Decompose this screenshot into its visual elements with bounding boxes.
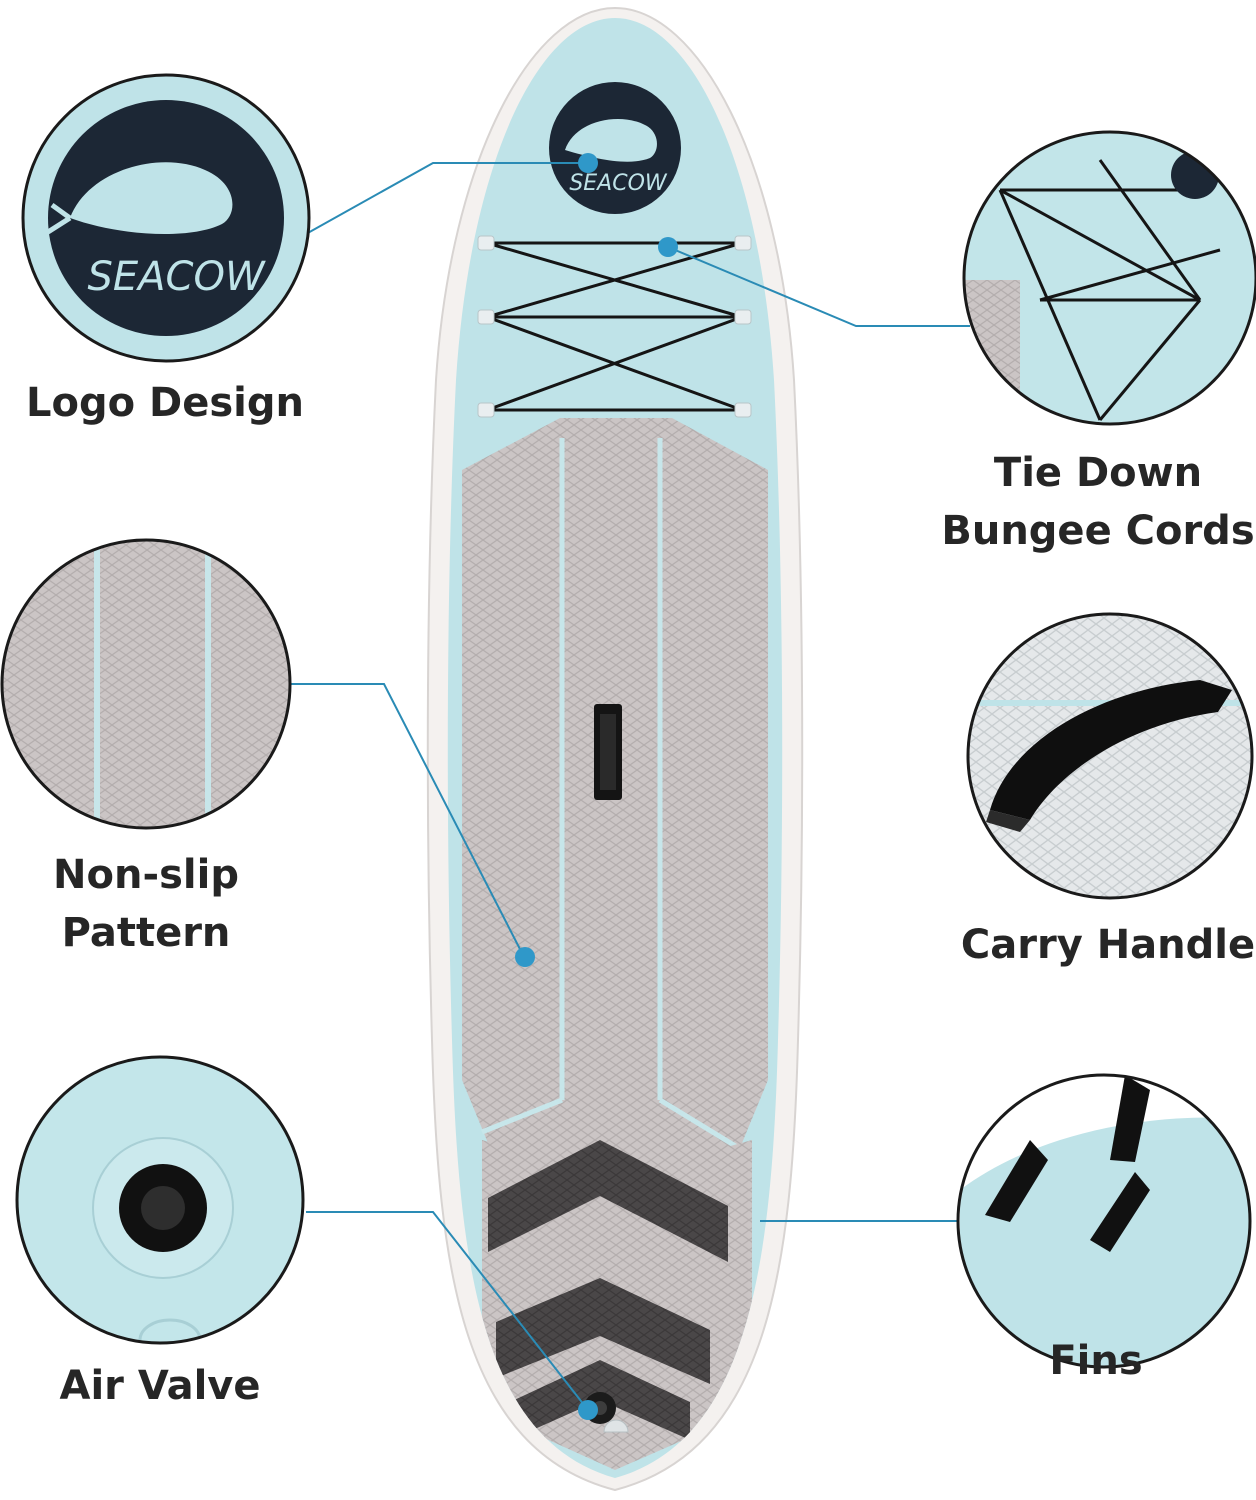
carry-handle-label: Carry Handle xyxy=(960,922,1256,968)
pattern-label: Non-slip Pattern xyxy=(0,846,292,962)
logo-detail-circle: SEACOW xyxy=(21,73,311,363)
callout-dots xyxy=(515,153,678,1420)
svg-text:SEACOW: SEACOW xyxy=(88,254,266,300)
paddle-board: SEACOW xyxy=(426,6,804,1492)
air-valve-label: Air Valve xyxy=(59,1363,261,1409)
bungee-label-line2: Bungee Cords xyxy=(941,508,1255,554)
board-logo: SEACOW xyxy=(549,82,681,214)
svg-text:SEACOW: SEACOW xyxy=(569,171,668,196)
pattern-detail-circle xyxy=(0,538,292,830)
bungee-detail-circle xyxy=(962,130,1256,426)
logo-design-label: Logo Design xyxy=(26,380,304,426)
bungee-label: Tie Down Bungee Cords xyxy=(940,444,1256,560)
callout-lines xyxy=(289,162,970,1411)
bungee-label-line1: Tie Down xyxy=(993,450,1203,496)
pattern-label-line1: Non-slip xyxy=(53,852,239,898)
fins-detail-circle xyxy=(956,1073,1252,1369)
fins-label: Fins xyxy=(1049,1338,1143,1384)
handle-detail-circle xyxy=(966,612,1254,900)
board-bungee-cords xyxy=(486,241,743,412)
pattern-label-line2: Pattern xyxy=(61,910,231,956)
valve-detail-circle xyxy=(15,1055,305,1345)
deck-pad xyxy=(462,418,768,1470)
